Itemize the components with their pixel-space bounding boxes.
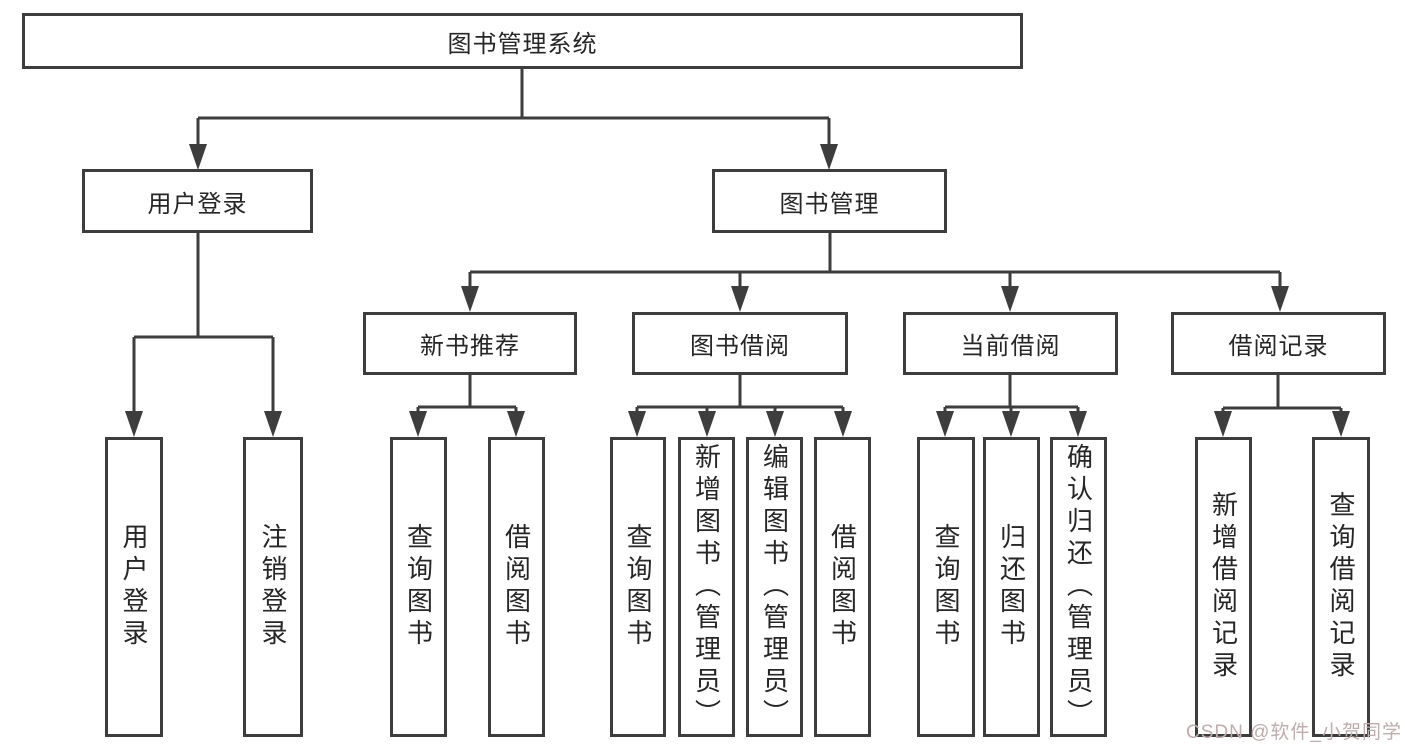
node-label: 新书推荐 bbox=[420, 333, 520, 360]
leaf-label: 查询图书 bbox=[931, 523, 961, 651]
node-book-borrow: 图书借阅 bbox=[632, 312, 848, 375]
node-library-system: 图书管理系统 bbox=[22, 13, 1023, 69]
node-label: 图书管理 bbox=[779, 190, 880, 218]
leaf-user-login: 用户登录 bbox=[105, 437, 163, 737]
leaf-label: 确认归还（管理员） bbox=[1063, 443, 1094, 731]
leaf-borrow-books: 借阅图书 bbox=[814, 437, 871, 737]
leaf-query-books-newbooks: 查询图书 bbox=[390, 437, 447, 737]
leaf-add-books-admin: 新增图书（管理员） bbox=[678, 437, 735, 737]
node-borrow-records: 借阅记录 bbox=[1171, 312, 1386, 375]
leaf-confirm-return-admin: 确认归还（管理员） bbox=[1050, 437, 1107, 737]
leaf-label: 查询借阅记录 bbox=[1326, 491, 1356, 683]
node-new-book-recommend: 新书推荐 bbox=[363, 312, 577, 375]
leaf-label: 借阅图书 bbox=[501, 523, 532, 651]
arrowheads bbox=[125, 144, 1350, 437]
leaf-query-books-borrow: 查询图书 bbox=[610, 437, 666, 737]
leaf-borrow-books-newbooks: 借阅图书 bbox=[488, 437, 545, 737]
leaf-label: 查询图书 bbox=[623, 523, 653, 651]
leaf-label: 借阅图书 bbox=[827, 523, 858, 651]
node-user-login: 用户登录 bbox=[82, 169, 313, 233]
leaf-label: 编辑图书（管理员） bbox=[759, 443, 790, 731]
node-current-borrow: 当前借阅 bbox=[903, 312, 1118, 375]
leaf-label: 查询图书 bbox=[403, 523, 434, 651]
node-label: 图书借阅 bbox=[690, 333, 790, 360]
leaf-label: 用户登录 bbox=[119, 523, 149, 651]
leaf-query-borrow-record: 查询借阅记录 bbox=[1312, 437, 1370, 737]
leaf-label: 新增借阅记录 bbox=[1208, 491, 1239, 683]
node-label: 借阅记录 bbox=[1228, 333, 1329, 360]
csdn-watermark: CSDN @软件_小贺同学 bbox=[1186, 722, 1402, 743]
node-book-management: 图书管理 bbox=[712, 169, 947, 233]
leaf-label: 注销登录 bbox=[258, 523, 288, 651]
leaf-logout: 注销登录 bbox=[243, 437, 303, 737]
leaf-return-books: 归还图书 bbox=[983, 437, 1040, 737]
node-label: 用户登录 bbox=[147, 190, 248, 218]
leaf-label: 归还图书 bbox=[996, 523, 1027, 651]
node-label: 图书管理系统 bbox=[447, 30, 598, 58]
leaf-query-books-current: 查询图书 bbox=[917, 437, 975, 737]
leaf-label: 新增图书（管理员） bbox=[691, 443, 722, 731]
node-label: 当前借阅 bbox=[960, 333, 1061, 360]
leaf-add-borrow-record: 新增借阅记录 bbox=[1195, 437, 1252, 737]
leaf-edit-books-admin: 编辑图书（管理员） bbox=[746, 437, 803, 737]
